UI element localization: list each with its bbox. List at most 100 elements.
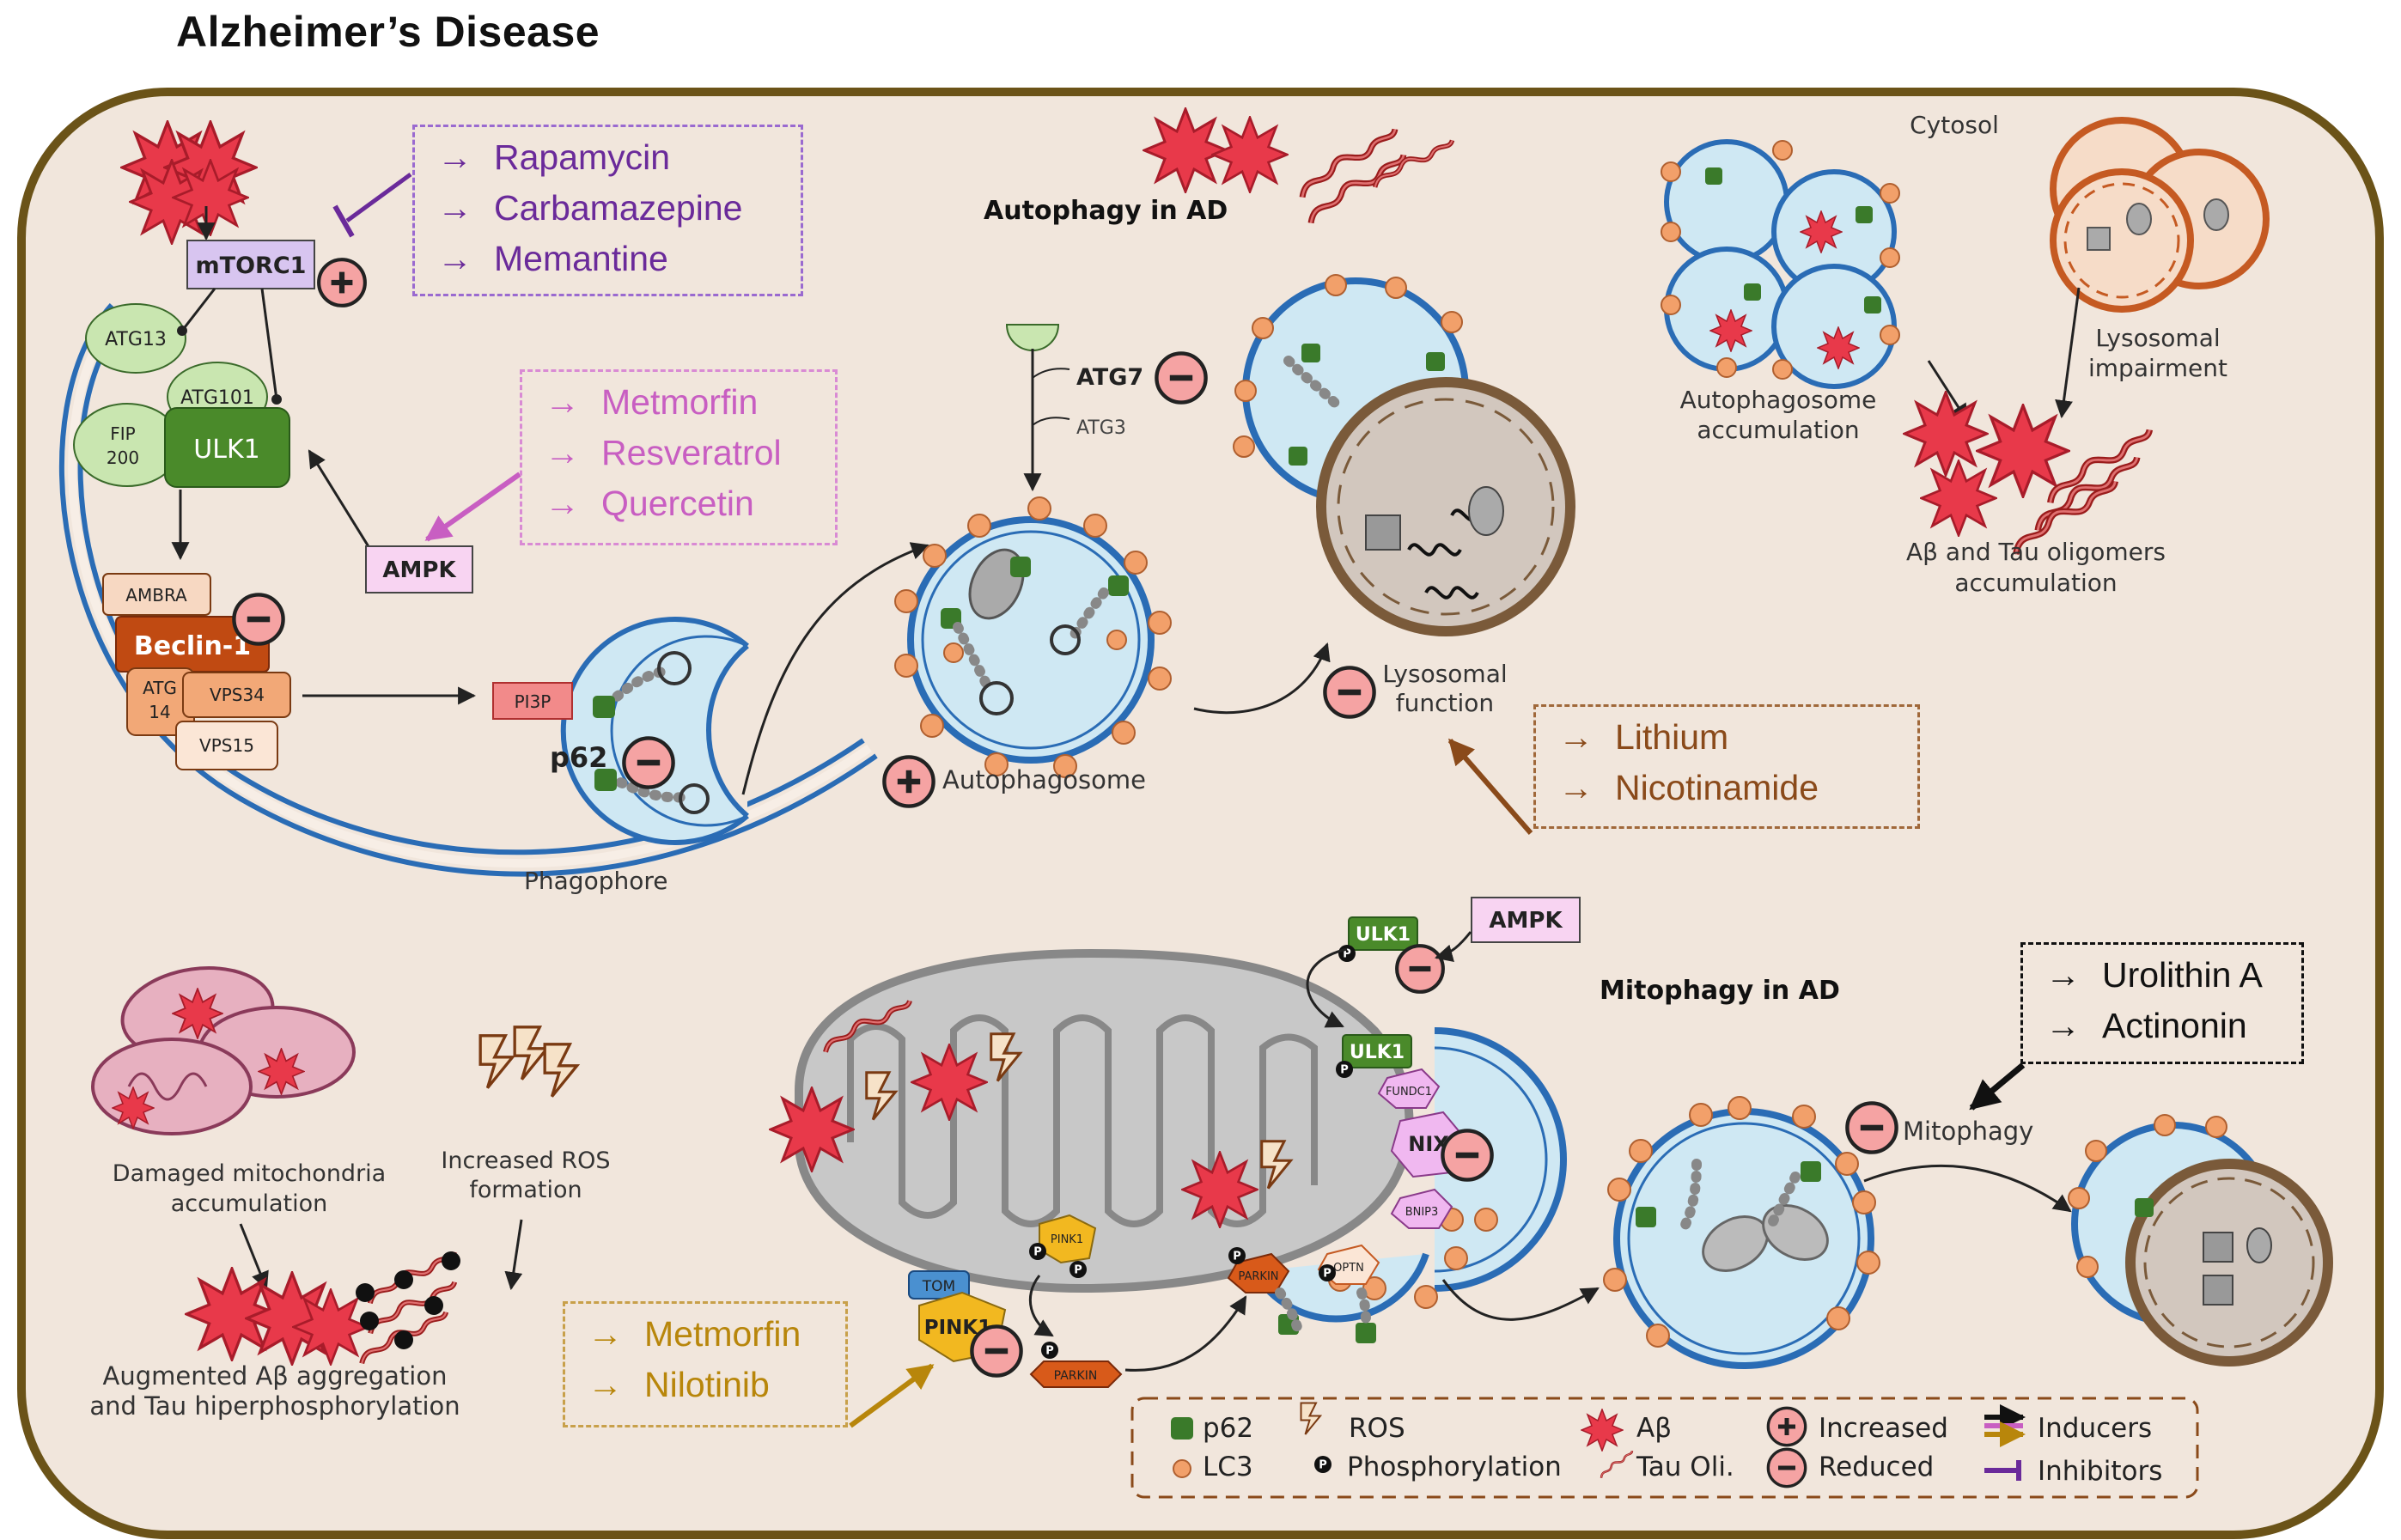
- arrow-icon: →: [2045, 1006, 2081, 1045]
- drug-quercetin: Quercetin: [601, 484, 754, 523]
- lysosomal-function-label-1: Lysosomal: [1382, 660, 1507, 688]
- drug-metmorfin-1: Metmorfin: [601, 382, 759, 422]
- legend-reduced: Reduced: [1819, 1452, 1935, 1482]
- augmented-label-1: Augmented Aβ aggregation: [103, 1361, 448, 1391]
- drug-box-ampk-inducers: →Metmorfin →Resveratrol →Quercetin: [520, 369, 838, 545]
- arrow-icon: →: [1558, 717, 1594, 757]
- beclin1-reduced-icon: [234, 594, 283, 643]
- phospho-mark: P: [1045, 1345, 1054, 1358]
- drug-box-pink1-inducers: → Metmorfin → Nilotinib: [563, 1301, 848, 1427]
- bnip3-label: BNIP3: [1405, 1206, 1439, 1219]
- lc3-precursor: [1005, 324, 1060, 351]
- ampk-label: AMPK: [382, 557, 456, 583]
- drug-resveratrol: Resveratrol: [601, 433, 782, 472]
- ros-formation-label-1: Increased ROS: [441, 1147, 610, 1174]
- drug-rapamycin: Rapamycin: [494, 137, 671, 177]
- drug-carbamazepine: Carbamazepine: [494, 188, 743, 228]
- legend-lc3: LC3: [1203, 1452, 1253, 1482]
- legend-inhibitors: Inhibitors: [2038, 1456, 2163, 1487]
- damaged-mitochondria-label-1: Damaged mitochondria: [113, 1160, 386, 1187]
- atg14-label-1: ATG: [143, 678, 177, 698]
- arrow-icon: →: [588, 1365, 623, 1404]
- legend-increased: Increased: [1819, 1413, 1948, 1444]
- autophagosome-accumulation-label-2: accumulation: [1697, 416, 1859, 444]
- drug-nilotinib: Nilotinib: [644, 1365, 770, 1404]
- autophagosome-label: Autophagosome: [942, 765, 1146, 794]
- beclin1-label: Beclin-1: [134, 631, 251, 661]
- phagophore: PI3P p62: [492, 617, 749, 845]
- arrow-icon: →: [2045, 955, 2081, 995]
- ampk-mito-node: [1471, 897, 1581, 943]
- legend-tau: Tau Oli.: [1636, 1452, 1734, 1482]
- ulk1-mito-reduced-icon: [1397, 946, 1443, 992]
- atg3-label: ATG3: [1076, 417, 1126, 439]
- beclin1-complex: AMBRA Beclin-1 ATG 14 VPS34 VPS15: [102, 573, 291, 770]
- arrow-icon: →: [1558, 768, 1594, 807]
- fundc1-label: FUNDC1: [1386, 1086, 1432, 1099]
- page-title: Alzheimer’s Disease: [176, 8, 600, 56]
- drug-lithium: Lithium: [1615, 717, 1729, 757]
- ulk1-mito: ULK1 P: [1336, 1034, 1412, 1078]
- vps15-label: VPS15: [199, 735, 254, 756]
- phospho-mark: P: [1033, 1246, 1042, 1259]
- atg13-label: ATG13: [105, 329, 167, 350]
- vps34-label: VPS34: [210, 685, 265, 705]
- phagophore-membrane-outer: [58, 302, 878, 877]
- augmented-label-2: and Tau hiperphosphorylation: [89, 1391, 460, 1421]
- lysosomal-function-label-2: function: [1396, 689, 1494, 717]
- legend-inducers: Inducers: [2038, 1413, 2153, 1444]
- autophagosome-accumulation-cluster: [1661, 139, 1900, 389]
- p62-reduced-icon: [624, 738, 673, 787]
- optn-label: OPTN: [1333, 1262, 1364, 1275]
- autophagosome-increased-icon: [884, 757, 933, 806]
- mito-autolysosome: [2068, 1114, 2333, 1367]
- fip200-label-1: FIP: [110, 423, 135, 444]
- drug-urolithin-a: Urolithin A: [2102, 955, 2263, 995]
- phospho-mark: P: [1340, 1064, 1349, 1077]
- ampk-node: [365, 545, 473, 593]
- tom-label: TOM: [922, 1278, 955, 1295]
- mitophagy-section-title: Mitophagy in AD: [1600, 976, 1840, 1006]
- phospho-mark: P: [1323, 1268, 1332, 1281]
- legend-p62: p62: [1203, 1413, 1254, 1444]
- mitophagy-reduced-icon: [1847, 1103, 1896, 1152]
- legend-box: [1130, 1397, 2199, 1499]
- autolysosome: [1233, 274, 1575, 636]
- ulk1-mito-label: ULK1: [1350, 1042, 1405, 1063]
- lysosomal-impairment-label-2: impairment: [2088, 354, 2227, 382]
- legend-ros: ROS: [1349, 1413, 1405, 1444]
- pink1-small-label: PINK1: [1051, 1233, 1083, 1246]
- drug-memantine: Memantine: [494, 239, 668, 278]
- mtorc1-label: mTORC1: [196, 253, 307, 279]
- mitophagy-label: Mitophagy: [1903, 1117, 2033, 1146]
- ros-formation-label-2: formation: [469, 1177, 582, 1203]
- drug-box-mtorc1-inhibitors: →Rapamycin →Carbamazepine →Memantine: [412, 125, 803, 296]
- arrow-icon: →: [437, 239, 472, 278]
- damaged-mitochondria-label-2: accumulation: [171, 1190, 328, 1217]
- arrow-icon: →: [437, 137, 472, 177]
- lysosomal-function-reduced-icon: [1325, 667, 1374, 716]
- arrow-icon: →: [545, 433, 580, 472]
- impaired-lysosomes: [2050, 117, 2270, 313]
- pink1-reduced-icon: [972, 1326, 1021, 1375]
- damaged-mitochondria: [91, 966, 356, 1135]
- cytosol-label: Cytosol: [1910, 111, 1999, 139]
- mtorc1-node: mTORC1: [186, 240, 315, 289]
- abeta-tau-accumulation-label-2: accumulation: [1954, 569, 2117, 597]
- lysosomal-impairment-label-1: Lysosomal: [2095, 324, 2220, 352]
- arrow-icon: →: [588, 1314, 623, 1354]
- phospho-mark: P: [1343, 948, 1351, 961]
- autophagy-section-title: Autophagy in AD: [984, 196, 1228, 226]
- atg14-label-2: 14: [149, 702, 170, 722]
- abeta-tau-accumulation-label-1: Aβ and Tau oligomers: [1906, 538, 2166, 566]
- ulk1-label: ULK1: [193, 435, 259, 465]
- mitophagy-receptors: FUNDC1 NIX BNIP3: [1377, 1068, 1466, 1229]
- mitophagosome: [1603, 1096, 1880, 1369]
- arrow-icon: →: [545, 484, 580, 523]
- phagophore-label: Phagophore: [524, 867, 667, 895]
- ulk1-complex: ATG13 ATG101 FIP 200 ULK1: [73, 303, 290, 488]
- phospho-mark: P: [1319, 1459, 1327, 1472]
- mitochondrion: [795, 948, 1414, 1293]
- fip200-label-2: 200: [107, 447, 139, 468]
- drug-metmorfin-2: Metmorfin: [644, 1314, 801, 1354]
